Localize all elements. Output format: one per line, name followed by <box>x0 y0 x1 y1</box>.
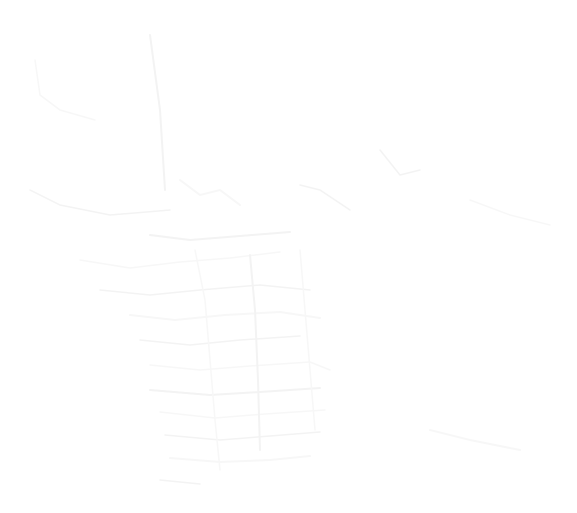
faint-sketch-lines <box>29 34 551 485</box>
faint-stroke <box>99 284 311 296</box>
faint-stroke <box>149 231 291 241</box>
faint-stroke <box>159 409 326 419</box>
faint-stroke <box>194 249 221 471</box>
faint-stroke <box>159 479 201 485</box>
faint-stroke <box>179 179 241 206</box>
faint-stroke <box>164 431 321 441</box>
faint-stroke <box>299 249 316 431</box>
faint-stroke <box>429 429 521 451</box>
faint-stroke <box>149 387 321 396</box>
faint-stroke <box>169 455 311 463</box>
faint-stroke <box>79 251 281 269</box>
faint-stroke <box>149 34 166 191</box>
faint-stroke <box>149 361 331 371</box>
faint-stroke <box>129 311 321 321</box>
faint-stroke <box>299 184 351 211</box>
faint-stroke <box>379 149 421 176</box>
faint-stroke <box>29 189 171 216</box>
faint-stroke <box>34 59 96 121</box>
faint-stroke <box>249 254 261 451</box>
faint-stroke <box>139 335 301 346</box>
faint-stroke <box>469 199 551 226</box>
